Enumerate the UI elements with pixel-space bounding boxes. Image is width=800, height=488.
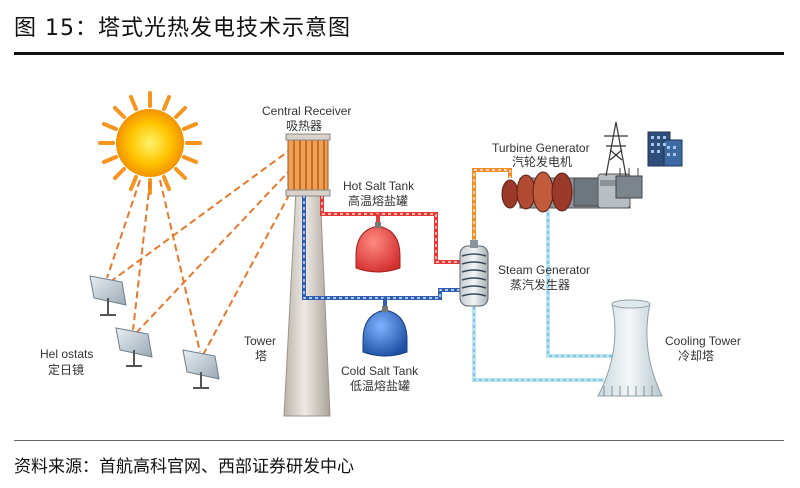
- tower-label-cn: 塔: [255, 349, 267, 363]
- heliostats-label: Hel ostats: [40, 347, 93, 361]
- hot-salt-tank-icon: [355, 222, 401, 273]
- source-note: 资料来源：首航高科官网、西部证券研发中心: [14, 457, 354, 477]
- cold-salt-tank-icon: [362, 306, 408, 357]
- hot-salt-tank-label: Hot Salt Tank: [343, 179, 415, 193]
- heliostat-icon: [182, 349, 220, 389]
- central-receiver-label: Central Receiver: [262, 104, 351, 118]
- steam-line: [472, 168, 512, 248]
- steam-generator-label-cn: 蒸汽发生器: [510, 277, 570, 292]
- hot-salt-tank-label-cn: 高温熔盐罐: [348, 193, 408, 208]
- heliostat-icon: [89, 275, 127, 316]
- cooling-tower-label: Cooling Tower: [665, 334, 741, 348]
- central-receiver-label-cn: 吸热器: [286, 119, 322, 133]
- heliostats-label-cn: 定日镜: [48, 362, 84, 377]
- building-icon: [647, 131, 683, 167]
- reflected-rays: [109, 149, 297, 356]
- incoming-sun-rays: [106, 179, 201, 353]
- central-receiver-icon: [285, 133, 331, 197]
- tower-icon: [283, 189, 331, 417]
- turbine-generator-label-cn: 汽轮发电机: [512, 154, 572, 169]
- turbine-generator-icon: [501, 121, 643, 213]
- figure-title: 图 15：塔式光热发电技术示意图: [14, 16, 351, 41]
- tower-label: Tower: [244, 334, 276, 348]
- cooling-tower-label-cn: 冷却塔: [678, 349, 714, 363]
- water-line: [472, 210, 612, 382]
- title-rule: [14, 52, 784, 55]
- cold-salt-tank-label-cn: 低温熔盐罐: [350, 378, 410, 393]
- cold-salt-tank-label: Cold Salt Tank: [341, 364, 419, 378]
- steam-generator-icon: [459, 240, 489, 307]
- steam-generator-label: Steam Generator: [498, 263, 590, 277]
- sun-icon: [98, 91, 202, 195]
- source-rule: [14, 440, 784, 441]
- cooling-tower-icon: [597, 299, 663, 397]
- turbine-generator-label: Turbine Generator: [492, 141, 590, 155]
- heliostat-icon: [115, 327, 153, 367]
